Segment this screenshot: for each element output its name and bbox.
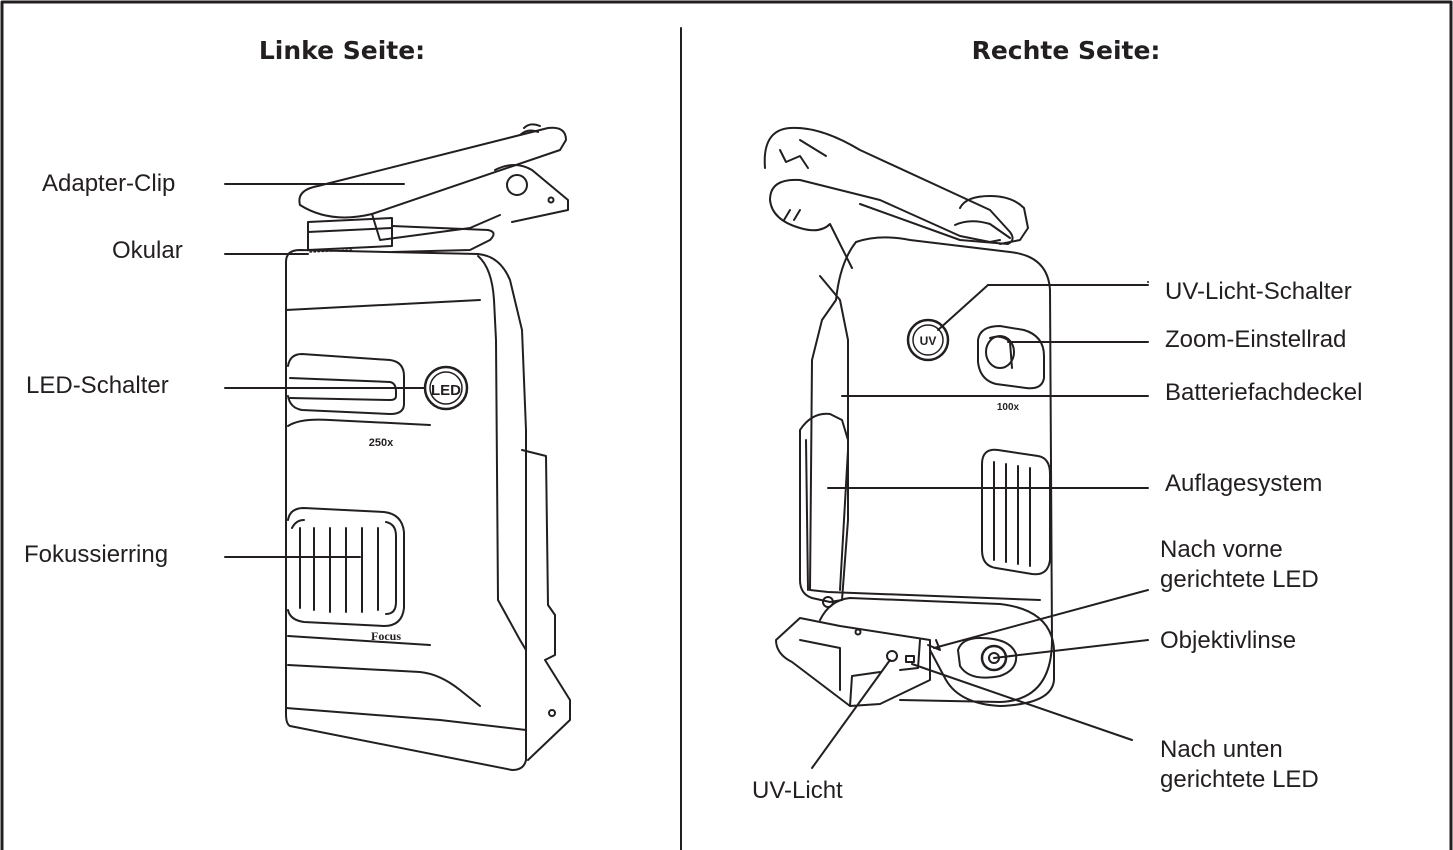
label-adapter-clip: Adapter-Clip [42, 170, 176, 197]
label-led-schalter: LED-Schalter [26, 372, 169, 399]
label-down-led: Nach unten gerichtete LED [1160, 735, 1319, 795]
left-panel-title: Linke Seite: [258, 36, 426, 65]
leader-lines [224, 183, 1149, 769]
label-front-led-line2: gerichtete LED [1160, 566, 1319, 593]
label-fokussierring: Fokussierring [24, 541, 169, 568]
uv-button-mark: UV [920, 334, 937, 348]
label-front-led-line1: Nach vorne [1160, 536, 1283, 563]
label-okular: Okular [112, 237, 183, 264]
label-front-led: Nach vorne gerichtete LED [1160, 535, 1319, 595]
right-panel-title: Rechte Seite: [971, 36, 1161, 65]
magnification-mark-left: 250x [369, 437, 394, 449]
leader-front-led [933, 589, 1149, 649]
label-uv-licht: UV-Licht [752, 777, 843, 804]
left-device-drawing [285, 123, 571, 771]
label-uv-licht-schalter: UV-Licht-Schalter [1165, 278, 1352, 305]
leader-objektivlinse [993, 639, 1149, 659]
right-device-drawing [763, 126, 1055, 707]
leader-down-led [911, 663, 1133, 741]
focus-ring-mark: Focus [371, 629, 401, 643]
label-auflagesystem: Auflagesystem [1165, 470, 1323, 497]
magnification-mark-right: 100x [997, 402, 1020, 413]
label-objektivlinse: Objektivlinse [1160, 627, 1297, 654]
led-button-mark: LED [431, 382, 461, 399]
leader-uv-licht [811, 659, 891, 769]
label-zoom-einstellrad: Zoom-Einstellrad [1165, 326, 1347, 353]
label-down-led-line1: Nach unten [1160, 736, 1283, 763]
label-down-led-line2: gerichtete LED [1160, 766, 1319, 793]
label-batteriefachdeckel: Batteriefachdeckel [1165, 379, 1363, 406]
leader-uv-licht-schalter-diag [937, 284, 989, 331]
